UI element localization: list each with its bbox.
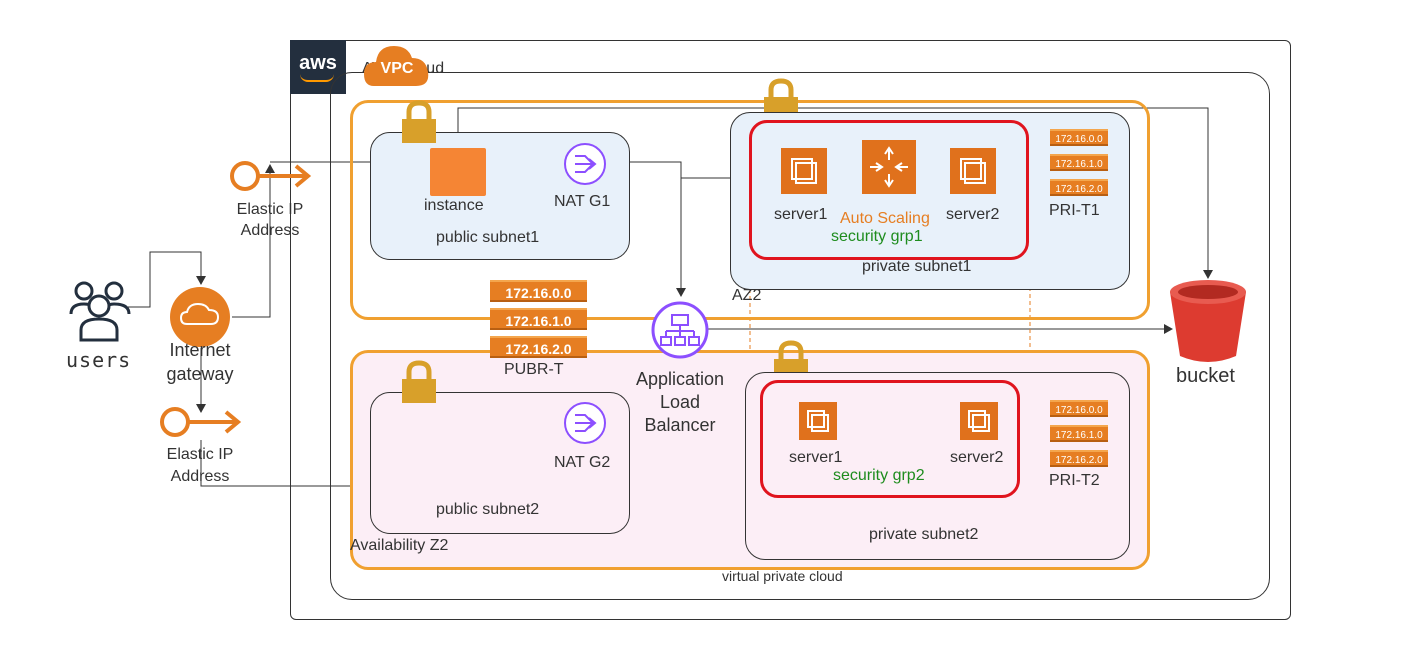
eip1-label-line1: Elastic IP [236, 201, 304, 218]
users-icon [68, 280, 132, 342]
cidr-block: 172.16.0.0 [490, 280, 587, 302]
nat-gateway-2-icon [563, 401, 607, 445]
vpc-boundary [330, 72, 1270, 600]
bucket-label: bucket [1176, 365, 1235, 387]
elastic-ip-icon [158, 406, 244, 440]
server2-label: server2 [950, 449, 1004, 466]
cidr-block: 172.16.2.0 [1050, 450, 1108, 467]
alb-label-line3: Balancer [644, 415, 716, 435]
server-icon [950, 148, 996, 194]
aws-cloud-boundary [290, 40, 1291, 620]
auto-scaling-icon [862, 140, 916, 194]
pri-t1-label: PRI-T1 [1049, 202, 1100, 219]
cidr-block: 172.16.1.0 [1050, 425, 1108, 442]
instance-label: instance [424, 197, 484, 214]
security-grp2-label: security grp2 [833, 467, 925, 484]
cidr-block: 172.16.1.0 [490, 308, 587, 330]
lock-icon [400, 360, 438, 404]
vpc-label: virtual private cloud [722, 568, 843, 584]
alb-label-line1: Application [635, 369, 725, 389]
security-group-1 [749, 120, 1029, 260]
s3-bucket-icon [1168, 278, 1248, 366]
az2-label: Availability Z2 [350, 537, 449, 554]
igw-label-line1: Internet [169, 340, 231, 360]
eip1-label-line2: Address [240, 222, 300, 239]
security-group-2 [760, 380, 1020, 498]
cidr-block: 172.16.0.0 [1050, 129, 1108, 146]
nat-gateway-1-icon [563, 142, 607, 186]
server2-label: server2 [946, 206, 1000, 223]
lock-icon [400, 100, 438, 144]
eip2-label-line1: Elastic IP [166, 446, 234, 463]
instance-icon [430, 148, 486, 196]
eip2-label-line2: Address [170, 468, 230, 485]
cidr-block: 172.16.1.0 [1050, 154, 1108, 171]
cidr-block: 172.16.2.0 [490, 336, 587, 358]
public-subnet2-label: public subnet2 [436, 501, 540, 518]
pri-t2-label: PRI-T2 [1049, 472, 1100, 489]
igw-label-line2: gateway [166, 364, 234, 384]
nat-g2-label: NAT G2 [554, 454, 611, 471]
cidr-block: 172.16.0.0 [1050, 400, 1108, 417]
private-subnet2-label: private subnet2 [869, 526, 979, 543]
users-label: users [66, 348, 132, 372]
server1-label: server1 [789, 449, 843, 466]
server-icon [960, 402, 998, 440]
server-icon [799, 402, 837, 440]
cidr-block: 172.16.2.0 [1050, 179, 1108, 196]
pubr-t-label: PUBR-T [504, 361, 564, 378]
elastic-ip-icon [228, 160, 314, 194]
vpc-badge: VPC [380, 60, 414, 77]
az1-label: AZ2 [732, 287, 762, 304]
public-subnet1-label: public subnet1 [436, 229, 540, 246]
availability-zone-1 [350, 100, 1150, 320]
auto-scaling-label: Auto Scaling [840, 210, 930, 227]
vpc-cloud-icon: VPC [364, 40, 430, 88]
server1-label: server1 [774, 206, 828, 223]
nat-g1-label: NAT G1 [554, 193, 611, 210]
alb-label-line2: Load [659, 392, 701, 412]
server-icon [781, 148, 827, 194]
load-balancer-icon [651, 301, 709, 359]
security-grp1-label: security grp1 [831, 228, 923, 245]
internet-gateway-icon [169, 286, 231, 348]
private-subnet1-label: private subnet1 [862, 258, 972, 275]
